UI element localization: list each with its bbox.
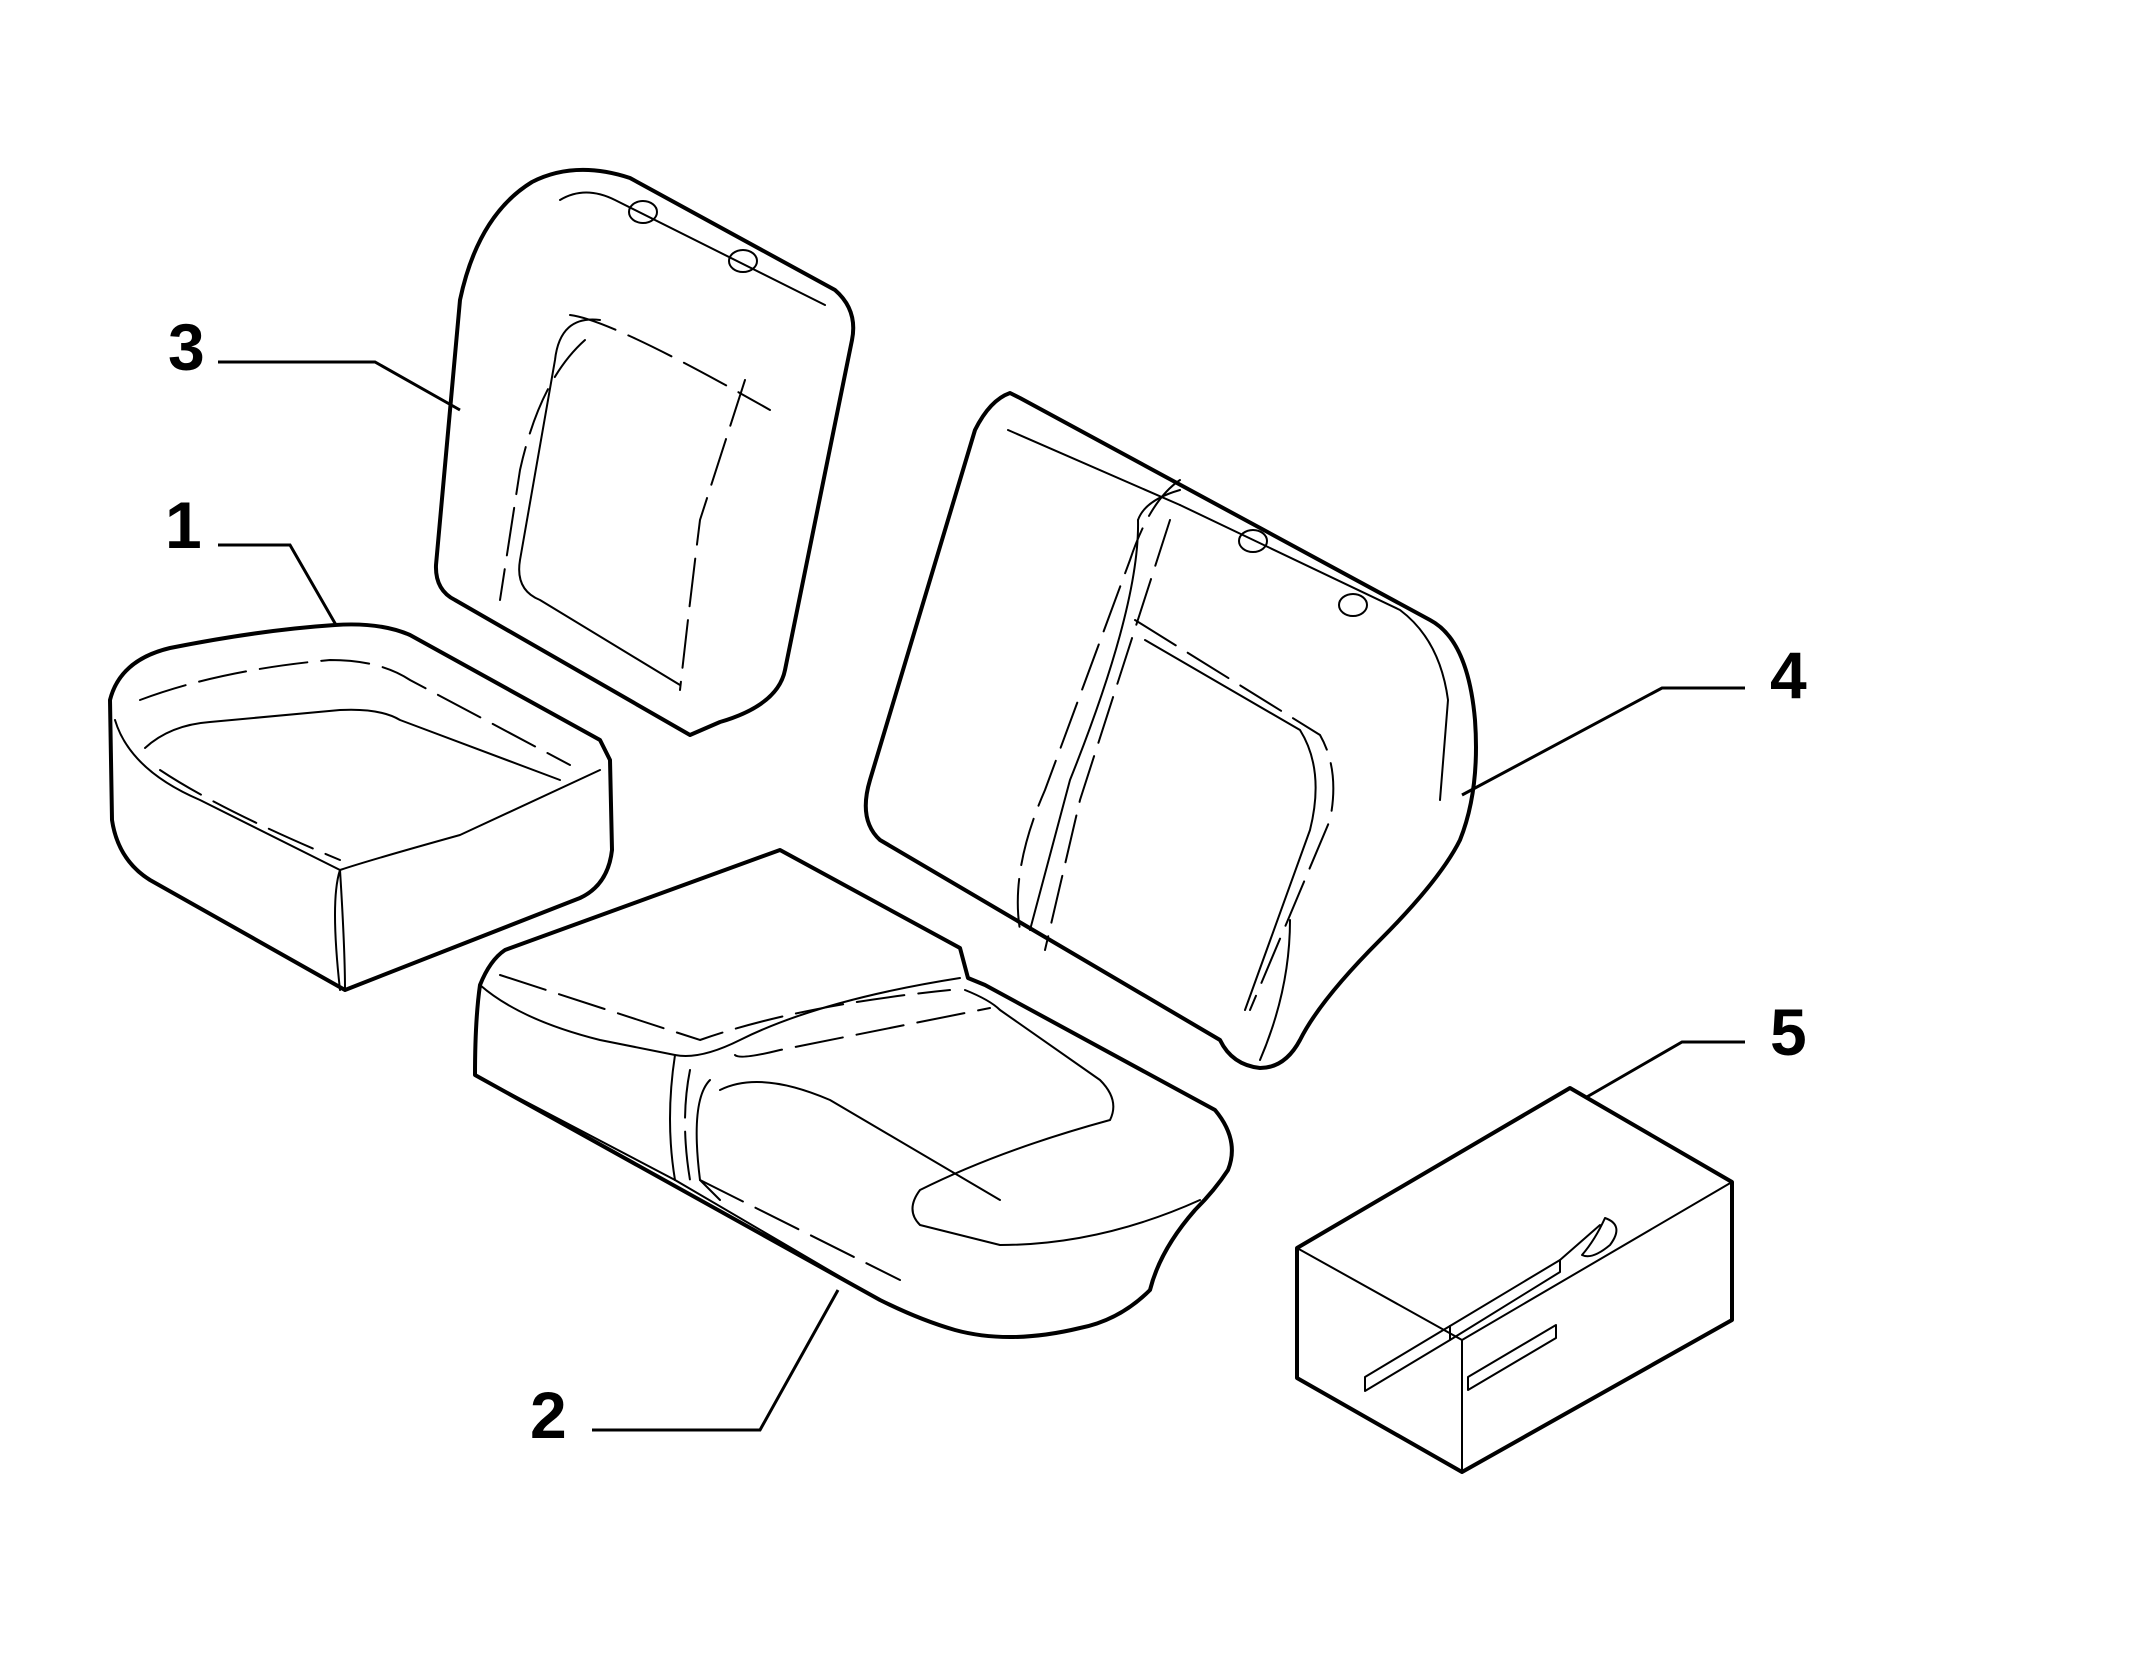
leader-4 <box>1461 686 1745 797</box>
callout-1: 1 <box>165 488 202 562</box>
zipper-icon <box>1364 1217 1618 1392</box>
leader-lines <box>218 360 1745 1432</box>
callout-5: 5 <box>1770 995 1807 1069</box>
callout-2: 2 <box>530 1378 567 1452</box>
part-1-cushion-single <box>108 622 614 992</box>
strap-icon <box>1467 1324 1557 1391</box>
part-5-kit-box <box>1295 1086 1734 1474</box>
leader-2 <box>592 1289 840 1432</box>
part-2-cushion-bench <box>473 848 1234 1339</box>
leader-1 <box>218 543 338 626</box>
callout-4: 4 <box>1770 638 1807 712</box>
callout-3: 3 <box>168 310 205 384</box>
leader-5 <box>1584 1040 1745 1100</box>
leader-3 <box>218 360 461 412</box>
part-3-backrest-single <box>433 167 856 737</box>
part-4-backrest-bench <box>863 391 1478 1070</box>
